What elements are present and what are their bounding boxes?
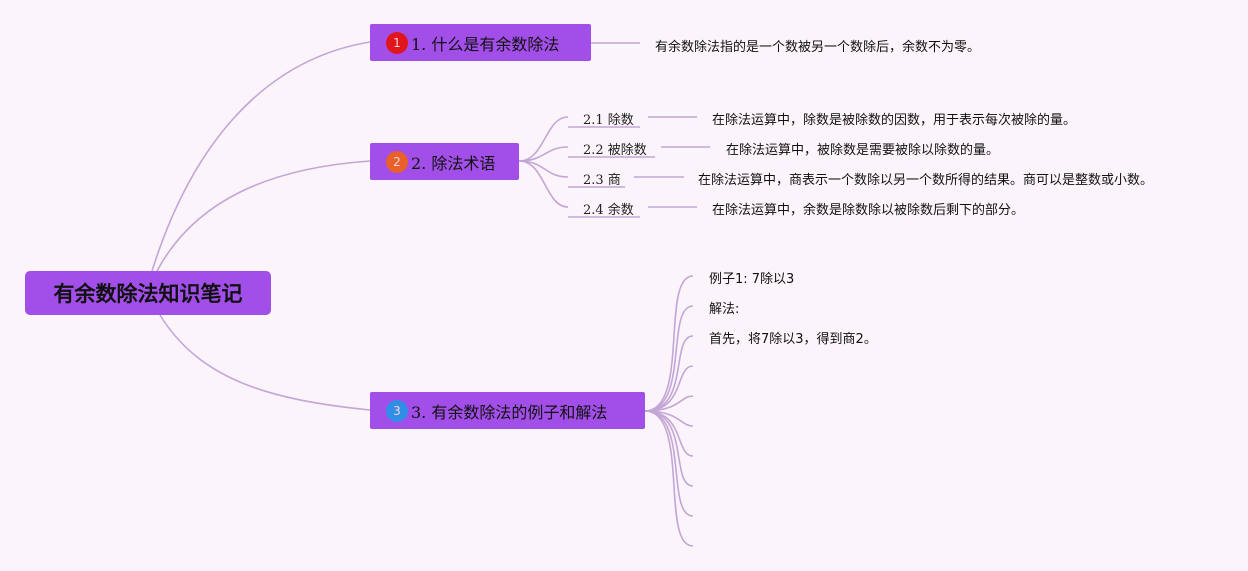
solution-item[interactable]: 解法: [709, 302, 740, 317]
subtopic-quotient[interactable]: 2.3 商 [583, 173, 621, 188]
priority-3-icon: 3 [386, 399, 408, 422]
link-topic-3-ex-3 [644, 335, 694, 412]
subtopic-divisor[interactable]: 2.1 除数 [583, 113, 634, 128]
link-topic-2-sub-4 [518, 160, 569, 208]
link-topic-3-ex-7 [644, 410, 694, 457]
example-item[interactable]: 例子1: 7除以3 [709, 272, 795, 287]
subtopic-divisor-description: 在除法运算中，除数是被除数的因数，用于表示每次被除的量。 [712, 113, 1077, 128]
link-topic-2-sub-1 [518, 116, 569, 162]
topic-2[interactable]: 2 2. 除法术语 [370, 143, 519, 180]
topic-1-label: 1. 什么是有余数除法 [411, 34, 560, 54]
topic-3[interactable]: 3 3. 有余数除法的例子和解法 [370, 392, 645, 429]
subtopic-dividend[interactable]: 2.2 被除数 [583, 143, 647, 158]
link-topic-3-ex-10 [644, 410, 694, 547]
priority-2-icon: 2 [386, 150, 408, 173]
topic-1-description: 有余数除法指的是一个数被另一个数除后，余数不为零。 [655, 40, 981, 55]
link-root-topic-1 [151, 41, 371, 272]
root-topic-label: 有余数除法知识笔记 [53, 282, 243, 306]
priority-1-icon: 1 [386, 31, 408, 54]
root-topic[interactable]: 有余数除法知识笔记 [25, 271, 271, 315]
topic-2-label: 2. 除法术语 [411, 153, 496, 173]
link-topic-3-ex-8 [644, 410, 694, 487]
subtopic-remainder[interactable]: 2.4 余数 [583, 203, 634, 218]
solution-step-item[interactable]: 首先，将7除以3，得到商2。 [709, 332, 877, 347]
subtopic-remainder-description: 在除法运算中，余数是除数除以被除数后剩下的部分。 [712, 203, 1025, 218]
link-topic-2-sub-3 [518, 160, 569, 178]
link-topic-3-ex-9 [644, 410, 694, 517]
subtopic-dividend-description: 在除法运算中，被除数是需要被除以除数的量。 [726, 143, 1000, 158]
subtopic-quotient-description: 在除法运算中，商表示一个数除以另一个数所得的结果。商可以是整数或小数。 [698, 173, 1154, 188]
link-root-topic-2 [156, 160, 371, 272]
link-topic-3-ex-1 [644, 275, 694, 412]
link-topic-3-ex-4 [644, 365, 694, 412]
link-topic-3-ex-2 [644, 305, 694, 412]
link-root-topic-3 [159, 314, 371, 411]
topic-1[interactable]: 1 1. 什么是有余数除法 [370, 24, 591, 61]
topic-3-label: 3. 有余数除法的例子和解法 [411, 402, 608, 422]
